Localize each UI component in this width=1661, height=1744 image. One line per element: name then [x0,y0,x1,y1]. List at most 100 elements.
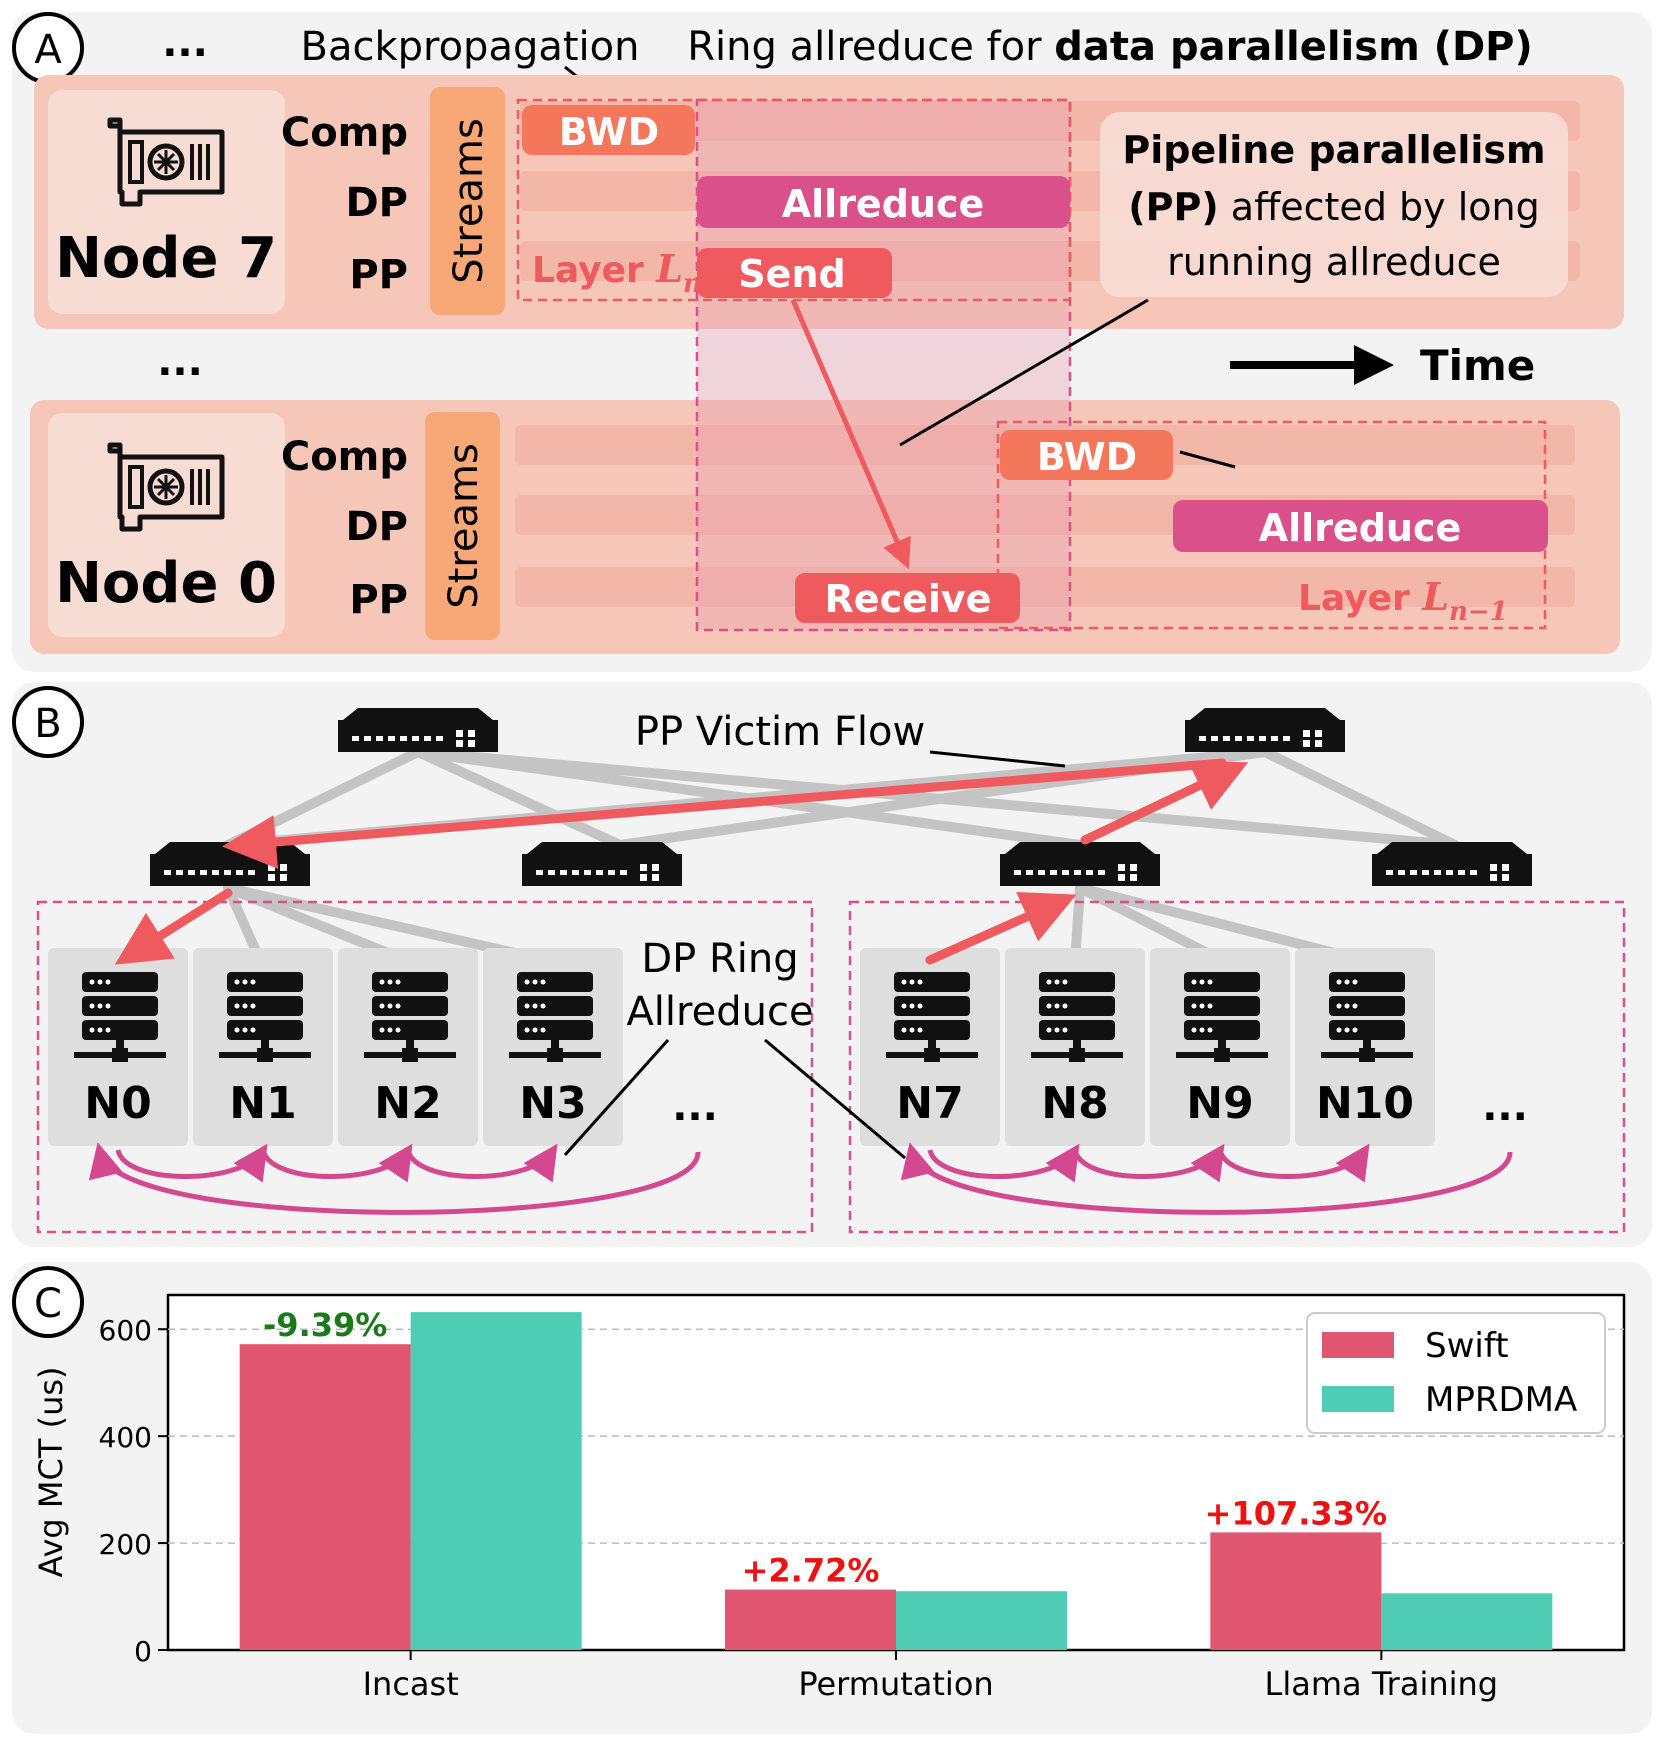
delta-annotation: -9.39% [263,1306,387,1344]
delta-annotation: +107.33% [1205,1494,1387,1532]
y-tick-label: 600 [99,1314,152,1347]
send-receive-arrow [790,299,911,570]
bar-swift-incast [239,1344,411,1650]
chart-bars [239,1312,1553,1650]
node-label: N9 [1186,1078,1253,1129]
right-ring-arrows [901,1142,1513,1215]
node7-send-block [697,248,892,298]
panel-a-letter: A [34,27,62,73]
node7-name: Node 7 [55,226,277,291]
x-tick-label: Incast [363,1665,459,1703]
node0-bwd-block [1000,430,1173,480]
pp-callout-line1: Pipeline parallelism [1122,128,1545,172]
x-tick-label: Permutation [798,1665,993,1703]
left-ring-arrows [89,1142,701,1215]
bar-mprdma-permutation [896,1591,1067,1650]
pp-callout-leader [899,298,1149,447]
switch-icon [1185,708,1345,752]
node-label: N7 [896,1078,963,1129]
backprop-label: Backpropagation [301,24,640,70]
node7-stream-comp: Comp [281,110,408,156]
y-tick-label: 0 [134,1635,152,1668]
bar-mprdma-incast [410,1312,582,1650]
panel-c-letter: C [34,1281,62,1327]
node0-streams-badge [425,412,500,640]
pp-victim-flow [114,758,1249,965]
ring-leader-right [764,1038,906,1160]
panel-c-letter-circle [12,1266,84,1338]
ring-label-line1: DP Ring [641,936,798,982]
node0-allreduce-label: Allreduce [1259,506,1462,550]
victim-flow-label: PP Victim Flow [635,709,925,755]
middle-dots: ... [157,339,203,385]
node7-bwd-block [522,105,695,155]
left-ring-group [36,900,814,1234]
node0-receive-block [795,573,1020,623]
legend-swatch [1322,1332,1394,1358]
node-label: N3 [519,1078,586,1129]
node0-lane-pp [515,567,1575,607]
switch-icon [1000,842,1160,886]
node0-bwd-leader [1179,450,1236,469]
node7-stream-dp: DP [345,180,408,226]
legend-swatch [1322,1386,1394,1412]
pp-callout-box [1100,112,1568,297]
ring-leader-left [563,1038,670,1157]
panel-b-letter-circle [12,686,84,758]
layer-ln1-label: Layer Ln−1 [1298,574,1508,627]
node7-stream-pp: PP [349,252,408,298]
node0-bwd-label: BWD [1037,435,1137,479]
panel-b-letter: B [34,701,61,747]
switch-icon [150,842,310,886]
ring-allreduce-label: Ring allreduce for data parallelism (DP) [687,24,1533,70]
right-servers: N7 N8 N9 N10 ... [860,948,1528,1146]
node0-stream-pp: PP [349,577,408,623]
node-label: N2 [374,1078,441,1129]
chart-annotations: -9.39% +2.72% +107.33% [263,1306,1387,1589]
layer-ln-label: Layer Ln [532,246,702,299]
node7-label-box [48,90,285,314]
node0-allreduce-block [1173,500,1548,552]
node0-label-box [48,413,285,637]
left-servers: N0 N1 N2 N3 ... [48,948,718,1146]
node0-streams-label: Streams [441,443,487,609]
ring-label-line2: Allreduce [626,989,813,1035]
panel-a: A ... Backpropagation Ring allreduce for… [12,12,1652,672]
y-tick-label: 200 [99,1528,152,1561]
node7-send-label: Send [738,252,845,296]
node7-streams-badge [430,87,505,315]
node-label: N10 [1316,1078,1414,1129]
victim-flow-leader [929,750,1066,768]
right-dots: ... [1482,1084,1528,1130]
x-tick-label: Llama Training [1265,1665,1499,1703]
node-label: N1 [229,1078,296,1129]
node-label: N8 [1041,1078,1108,1129]
switch-icon [522,842,682,886]
node0-stream-comp: Comp [281,434,408,480]
y-tick-label: 400 [99,1421,152,1454]
right-ring-group [848,900,1626,1234]
bar-swift-llama-training [1210,1532,1382,1650]
time-label: Time [1420,341,1535,390]
legend-label: Swift [1425,1326,1509,1366]
node0-receive-label: Receive [825,577,992,621]
node7-allreduce-label: Allreduce [782,182,985,226]
top-dots: ... [162,20,208,66]
bar-mprdma-llama-training [1381,1593,1553,1650]
node0-name: Node 0 [55,551,277,616]
switch-icon [338,708,498,752]
panel-b: B [12,682,1652,1247]
delta-annotation: +2.72% [742,1552,880,1590]
switch-icon [1372,842,1532,886]
pp-callout-line2: (PP) affected by long [1128,185,1539,229]
y-axis-label: Avg MCT (us) [32,1366,70,1577]
node7-streams-label: Streams [446,118,492,284]
node7-allreduce-block [697,176,1070,228]
node7-bwd-label: BWD [559,110,659,154]
left-dots: ... [672,1084,718,1130]
node-label: N0 [84,1078,151,1129]
node0-stream-dp: DP [345,504,408,550]
